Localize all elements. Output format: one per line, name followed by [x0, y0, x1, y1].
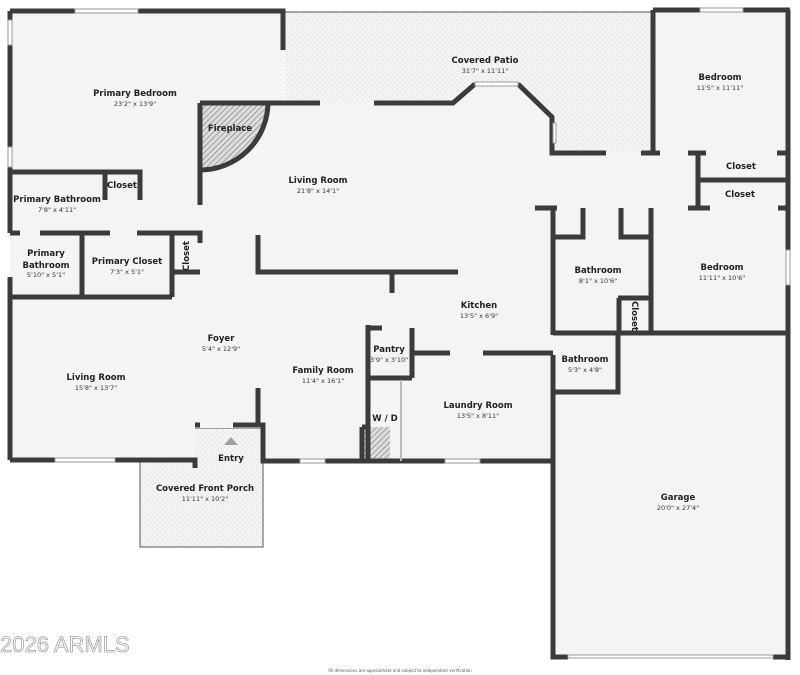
room-name: Entry	[218, 454, 244, 464]
room-dims: 3'9" x 3'10"	[370, 356, 408, 364]
room-dims: 31'7" x 11'11"	[462, 67, 508, 75]
room-name: Pantry	[373, 345, 405, 355]
room-dims: 11'4" x 16'1"	[302, 377, 344, 385]
main-floor	[10, 11, 788, 657]
room-name: Laundry Room	[443, 401, 512, 411]
room-dims: 21'8" x 14'1"	[297, 187, 339, 195]
entry-arrow-icon	[224, 437, 238, 445]
room-dims: 23'2" x 13'9"	[114, 100, 156, 108]
room-name: Kitchen	[461, 301, 497, 311]
room-dims: 7'3" x 5'1"	[110, 268, 144, 276]
room-name: Bedroom	[700, 263, 743, 273]
room-name: Primary Closet	[92, 257, 163, 267]
watermark: 2026 ARMLS	[0, 632, 130, 657]
room-dims: 5'3" x 4'8"	[568, 366, 602, 374]
room-dims: 20'0" x 27'4"	[657, 504, 699, 512]
room-dims: 7'8" x 4'11"	[38, 206, 76, 214]
room-name: Bathroom	[574, 266, 621, 276]
room-dims: 15'8" x 13'7"	[75, 384, 117, 392]
room-name: Primary	[27, 249, 65, 259]
floor-areas	[10, 11, 788, 657]
room-name: Covered Front Porch	[156, 484, 254, 494]
room-name: Closet	[629, 301, 639, 331]
room-dims: 13'5" x 6'9"	[460, 312, 498, 320]
walls	[7, 7, 791, 660]
room-dims: 13'5" x 8'11"	[457, 412, 499, 420]
room-dims: 5'4" x 12'9"	[202, 345, 240, 353]
room-labels: Primary Bedroom 23'2" x 13'9" Covered Pa…	[13, 56, 756, 512]
room-name: Closet	[726, 162, 756, 172]
room-name: Bedroom	[698, 73, 741, 83]
room-name: Primary Bedroom	[93, 89, 177, 99]
room-name: Living Room	[67, 373, 126, 383]
room-dims: 11'5" x 11'11"	[697, 84, 743, 92]
room-dims: 11'11" x 10'2"	[182, 495, 228, 503]
fireplace-hatch	[202, 105, 267, 170]
room-name: Closet	[725, 190, 755, 200]
windows	[7, 7, 791, 659]
room-name: Primary Bathroom	[13, 195, 101, 205]
room-name: Bathroom	[22, 261, 69, 271]
footnote: All dimensions are approximate and subje…	[328, 668, 472, 673]
room-name: Closet	[107, 181, 137, 191]
room-name: W / D	[372, 414, 397, 424]
room-name: Fireplace	[208, 124, 252, 134]
room-name: Foyer	[208, 334, 236, 344]
room-name: Family Room	[292, 366, 353, 376]
room-dims: 11'11" x 10'6"	[699, 274, 745, 282]
room-name: Bathroom	[561, 355, 608, 365]
room-name: Closet	[182, 241, 192, 271]
room-name: Covered Patio	[452, 56, 519, 66]
room-dims: 8'1" x 10'6"	[579, 277, 617, 285]
room-name: Garage	[661, 493, 696, 503]
room-name: Living Room	[289, 176, 348, 186]
room-dims: 5'10" x 5'1"	[27, 271, 65, 279]
